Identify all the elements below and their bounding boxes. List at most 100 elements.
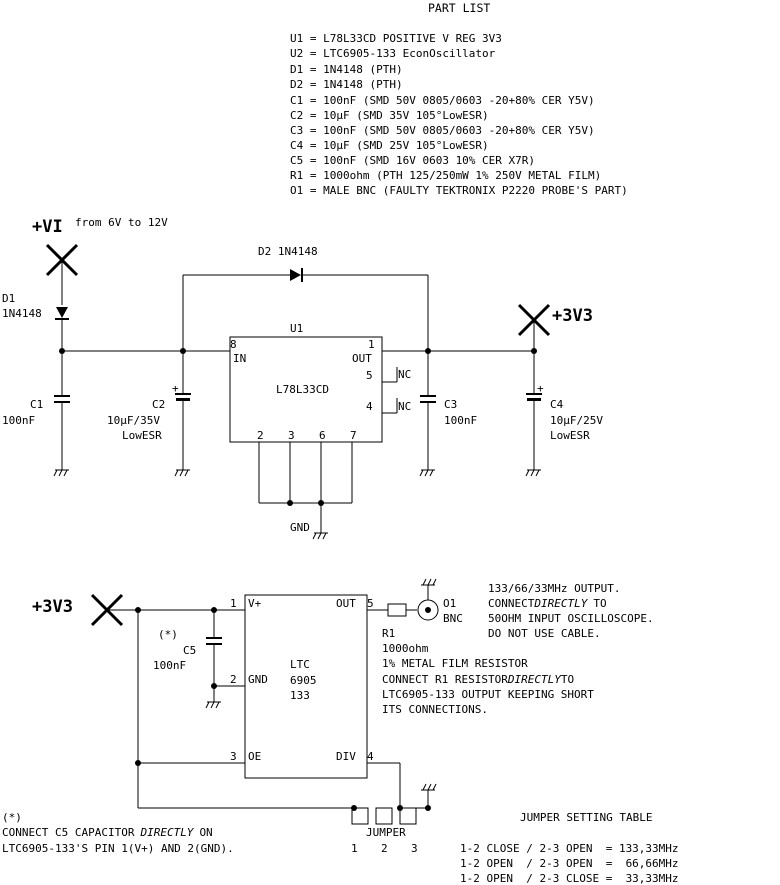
- junction-dot: [287, 500, 293, 506]
- svg-text:+: +: [172, 382, 179, 395]
- u1-pin-out-name: OUT: [352, 352, 372, 365]
- u2-line: LTC: [290, 658, 310, 671]
- ground-icon: [312, 532, 328, 540]
- u2-pin4-name: DIV: [336, 750, 356, 763]
- u2-pin1-name: V+: [248, 597, 262, 610]
- d1-ref: D1: [2, 292, 15, 305]
- u2-line: 133: [290, 689, 310, 702]
- ground-icon: [205, 701, 221, 709]
- ground-icon: [525, 469, 541, 477]
- gnd-label: GND: [290, 521, 310, 534]
- jumper-table-row: 1-2 OPEN / 2-3 OPEN = 66,66MHz: [460, 857, 679, 870]
- u1-pin-in-number: 8: [230, 338, 237, 351]
- nc-label: NC: [398, 368, 411, 381]
- part-list-item: U2 = LTC6905-133 EconOscillator: [290, 47, 496, 60]
- part-list-item: U1 = L78L33CD POSITIVE V REG 3V3: [290, 32, 502, 45]
- output-note: DO NOT USE CABLE.: [488, 627, 601, 640]
- regulator-circuit: +VI from 6V to 12V D1 1N4148: [2, 216, 603, 540]
- u1-bottom-pin: 2: [257, 429, 264, 442]
- ground-icon: [174, 469, 190, 477]
- u2-pin1-number: 1: [230, 597, 237, 610]
- c3-ref: C3: [444, 398, 457, 411]
- c2-value: 10µF/35V: [107, 414, 160, 427]
- svg-text:+: +: [537, 382, 544, 395]
- jumper-pin-number: 2: [381, 842, 388, 855]
- u1-part: L78L33CD: [276, 383, 329, 396]
- c5-value: 100nF: [153, 659, 186, 672]
- c3-value: 100nF: [444, 414, 477, 427]
- oscillator-circuit: +3V3 (*) C5 100nF LTC 6905 133: [32, 578, 654, 855]
- junction-dot: [135, 760, 141, 766]
- c2-polarized-capacitor-icon: +: [172, 382, 191, 401]
- jumper-pin-2[interactable]: [375, 807, 393, 825]
- part-list-item: D1 = 1N4148 (PTH): [290, 63, 403, 76]
- part-list-item: C3 = 100nF (SMD 50V 0805/0603 -20+80% CE…: [290, 124, 595, 137]
- c5-capacitor-icon: [206, 637, 222, 645]
- u2-pin4-number: 4: [367, 750, 374, 763]
- c4-polarized-capacitor-icon: +: [526, 382, 544, 401]
- u1-ref: U1: [290, 322, 303, 335]
- u2-chip: [244, 594, 368, 779]
- part-list-item: C5 = 100nF (SMD 16V 0603 10% CER X7R): [290, 154, 535, 167]
- junction-dot: [397, 805, 403, 811]
- u2-pin3-name: OE: [248, 750, 261, 763]
- d1-value: 1N4148: [2, 307, 42, 320]
- ground-icon: [53, 469, 69, 477]
- output-note: 133/66/33MHz OUTPUT.: [488, 582, 620, 595]
- jumper-pin-3[interactable]: [399, 807, 417, 825]
- c3-capacitor-icon: [420, 395, 436, 403]
- r1-description: 1% METAL FILM RESISTOR: [382, 657, 528, 670]
- jumper-pin-number: 1: [351, 842, 358, 855]
- d2-label: D2 1N4148: [258, 245, 318, 258]
- part-list-item: O1 = MALE BNC (FAULTY TEKTRONIX P2220 PR…: [290, 184, 628, 197]
- u1-bottom-pin: 3: [288, 429, 295, 442]
- o1-type: BNC: [443, 612, 463, 625]
- jumper-table-title: JUMPER SETTING TABLE: [520, 811, 652, 824]
- c5-ref: C5: [183, 644, 196, 657]
- jumper-label: JUMPER: [366, 826, 406, 839]
- vin-label: +VI: [32, 217, 63, 237]
- part-list-item: R1 = 1000ohm (PTH 125/250mW 1% 250V META…: [290, 169, 601, 182]
- part-list-item: C4 = 10µF (SMD 25V 105°LowESR): [290, 139, 489, 152]
- c1-value: 100nF: [2, 414, 35, 427]
- part-list-item: C2 = 10µF (SMD 35V 105°LowESR): [290, 109, 489, 122]
- part-list: PART LIST U1 = L78L33CD POSITIVE V REG 3…: [290, 1, 628, 197]
- o1-ref: O1: [443, 597, 456, 610]
- jumper-table-row: 1-2 OPEN / 2-3 CLOSE = 33,33MHz: [460, 872, 679, 885]
- u1-chip: [229, 336, 383, 443]
- footnote-line: LTC6905-133'S PIN 1(V+) AND 2(GND).: [2, 842, 234, 855]
- u2-pin5-number: 5: [367, 597, 374, 610]
- c4-value: 10µF/25V: [550, 414, 603, 427]
- jumper-setting-table: JUMPER SETTING TABLE 1-2 CLOSE / 2-3 OPE…: [460, 811, 679, 885]
- c5-note-mark: (*): [158, 628, 178, 641]
- c2-note: LowESR: [122, 429, 162, 442]
- c2-ref: C2: [152, 398, 165, 411]
- u2-pin5-name: OUT: [336, 597, 356, 610]
- footnote-mark: (*): [2, 811, 22, 824]
- u1-pin4-number: 4: [366, 400, 373, 413]
- u1-pin-in-name: IN: [233, 352, 246, 365]
- u2-pin3-number: 3: [230, 750, 237, 763]
- u2-line: 6905: [290, 674, 317, 687]
- output-note: 50OHM INPUT OSCILLOSCOPE.: [488, 612, 654, 625]
- part-list-item: D2 = 1N4148 (PTH): [290, 78, 403, 91]
- jumper-pin-number: 3: [411, 842, 418, 855]
- r1-note: LTC6905-133 OUTPUT KEEPING SHORT: [382, 688, 594, 701]
- junction-dot: [318, 500, 324, 506]
- junction-dot: [211, 683, 217, 689]
- r1-value: 1000ohm: [382, 642, 429, 655]
- jumper-table-row: 1-2 CLOSE / 2-3 OPEN = 133,33MHz: [460, 842, 679, 855]
- part-list-title: PART LIST: [428, 1, 490, 15]
- o1-bnc-connector-icon: [417, 578, 439, 621]
- jumper-pin-1[interactable]: [351, 807, 369, 825]
- vin-range: from 6V to 12V: [75, 216, 168, 229]
- output-3v3-label: +3V3: [552, 306, 593, 326]
- u1-pin-out-number: 1: [368, 338, 375, 351]
- c4-note: LowESR: [550, 429, 590, 442]
- u2-pin2-name: GND: [248, 673, 268, 686]
- c1-capacitor-icon: [54, 395, 70, 403]
- jumper-header[interactable]: [351, 807, 417, 825]
- nc-label: NC: [398, 400, 411, 413]
